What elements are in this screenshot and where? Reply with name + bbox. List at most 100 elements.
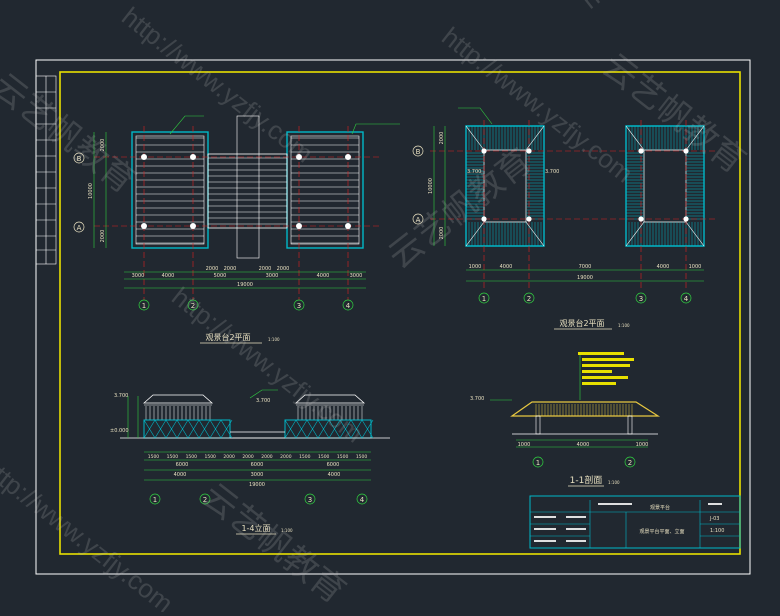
binding-strip [35, 75, 57, 265]
title-block-texts: 观景平台 观景平台平面、立面 J-03 1:100 [639, 504, 724, 535]
elevation [120, 389, 390, 481]
column-marker [141, 154, 147, 160]
elevation-dim1-label: 1500 [337, 454, 349, 460]
left-plan-col-bubbles [138, 299, 354, 311]
section [490, 352, 661, 448]
rail-brace [209, 419, 222, 439]
left-plan-hmid-5: 4000 [317, 273, 330, 279]
left-plan-scale: 1:100 [268, 337, 280, 342]
left-plan-hmid-2: 4000 [162, 273, 175, 279]
elevation-dim3-2: 3000 [251, 472, 264, 478]
left-plan-columns [141, 154, 351, 229]
elevation-roof-right [294, 394, 366, 406]
left-plan-htop-4: 2000 [277, 266, 290, 272]
column-marker [190, 223, 196, 229]
section-title: 1-1剖面 [570, 474, 603, 486]
left-plan-vdim-2: 10000 [88, 183, 94, 199]
left-plan-texts: B A 2000 10000 2000 2000 2000 2000 2000 … [73, 139, 363, 344]
rail-brace [350, 419, 363, 439]
right-plan-row-a-bubble [412, 213, 424, 225]
right-plan-dim-lines [433, 107, 704, 282]
right-plan-col-2: 2 [527, 295, 531, 303]
right-plan-col-3: 3 [639, 295, 643, 303]
column-marker [345, 154, 351, 160]
watermark-url-4: http://www.yzfjy.com [0, 451, 179, 612]
rail-brace [220, 419, 233, 439]
right-plan-total: 19000 [577, 275, 593, 281]
watermark-brand-4: 云艺帆教育 [0, 66, 142, 201]
section-dim-1: 1000 [518, 442, 531, 448]
elevation-dim1-label: 1500 [204, 454, 216, 460]
elevation-railings [120, 419, 390, 439]
section-roof [510, 401, 661, 417]
section-scale: 1:100 [608, 480, 620, 485]
elevation-dim1-label: 2000 [223, 454, 235, 460]
rail-brace [317, 419, 330, 439]
left-plan-hmid-3: 5000 [214, 273, 227, 279]
left-plan [93, 115, 400, 300]
elevation-dim3-1: 4000 [174, 472, 187, 478]
right-plan-h-1: 1000 [469, 264, 482, 270]
elevation-level-top: 3.700 [114, 393, 128, 399]
right-plan-vdim-3: 2000 [439, 227, 445, 240]
rail-brace [187, 419, 200, 439]
section-roof-hatch [535, 404, 633, 416]
left-plan-htop-2: 2000 [224, 266, 237, 272]
right-plan-title: 观景台2平面 [559, 318, 604, 328]
rail-brace [154, 419, 167, 439]
left-plan-dim-lines [93, 132, 366, 289]
elevation-rail-pattern [143, 419, 374, 439]
elevation-scale: 1:100 [281, 528, 293, 533]
elevation-slats [145, 406, 363, 420]
elevation-dim2-1: 6000 [176, 462, 189, 468]
right-plan-col-4: 4 [684, 295, 689, 303]
elevation-col-4: 4 [360, 496, 365, 504]
elevation-title: 1-4立面 [241, 523, 270, 533]
right-plan-texts: B A 2000 10000 2000 3.700 3.700 1000 400… [412, 132, 701, 330]
left-plan-hmid-1: 3000 [132, 273, 145, 279]
elevation-dim1-label: 1500 [148, 454, 160, 460]
elevation-level-base: ±0.000 [110, 428, 129, 434]
elevation-total: 19000 [249, 482, 265, 488]
right-plan-vdim-2: 10000 [428, 178, 434, 194]
elevation-dim1-label: 1500 [318, 454, 330, 460]
section-leaders [490, 355, 648, 448]
elevation-dim-lines [127, 389, 371, 481]
elevation-roof-left [142, 394, 214, 406]
rail-brace [328, 419, 341, 439]
right-plan-level: 3.700 [467, 169, 481, 175]
column-marker [296, 154, 302, 160]
section-column [627, 415, 633, 435]
watermark-url-2: http://www.yzfjy.com [116, 1, 319, 168]
rail-brace [284, 419, 297, 439]
left-plan-vdim-1: 2000 [100, 139, 106, 152]
right-plan-axes [430, 120, 715, 290]
elevation-dim1-label: 1500 [186, 454, 198, 460]
elevation-dim1-label: 1500 [299, 454, 311, 460]
left-plan-row-a-bubble [73, 221, 85, 233]
rail-brace [176, 419, 189, 439]
right-plan-row-b-bubble [412, 145, 424, 157]
title-block-drawing-no: J-03 [709, 516, 719, 522]
title-block-drawing: 观景平台平面、立面 [639, 528, 684, 535]
inner-frame [59, 71, 741, 555]
section-col-bubbles [532, 456, 636, 468]
left-plan-platform-left [131, 131, 209, 249]
left-plan-htop-1: 2000 [206, 266, 219, 272]
elevation-col-bubbles [149, 493, 368, 505]
elevation-dim1-label: 2000 [280, 454, 292, 460]
section-col-1: 1 [536, 459, 540, 467]
left-plan-row-b-bubble [73, 152, 85, 164]
left-plan-planks [136, 137, 359, 244]
column-marker [190, 154, 196, 160]
elevation-col-2: 2 [203, 496, 207, 504]
right-plan-h-4: 4000 [657, 264, 670, 270]
left-plan-hmid-6: 3000 [350, 273, 363, 279]
column-marker [345, 223, 351, 229]
left-plan-htop-3: 2000 [259, 266, 272, 272]
left-plan-leaders [169, 115, 400, 135]
